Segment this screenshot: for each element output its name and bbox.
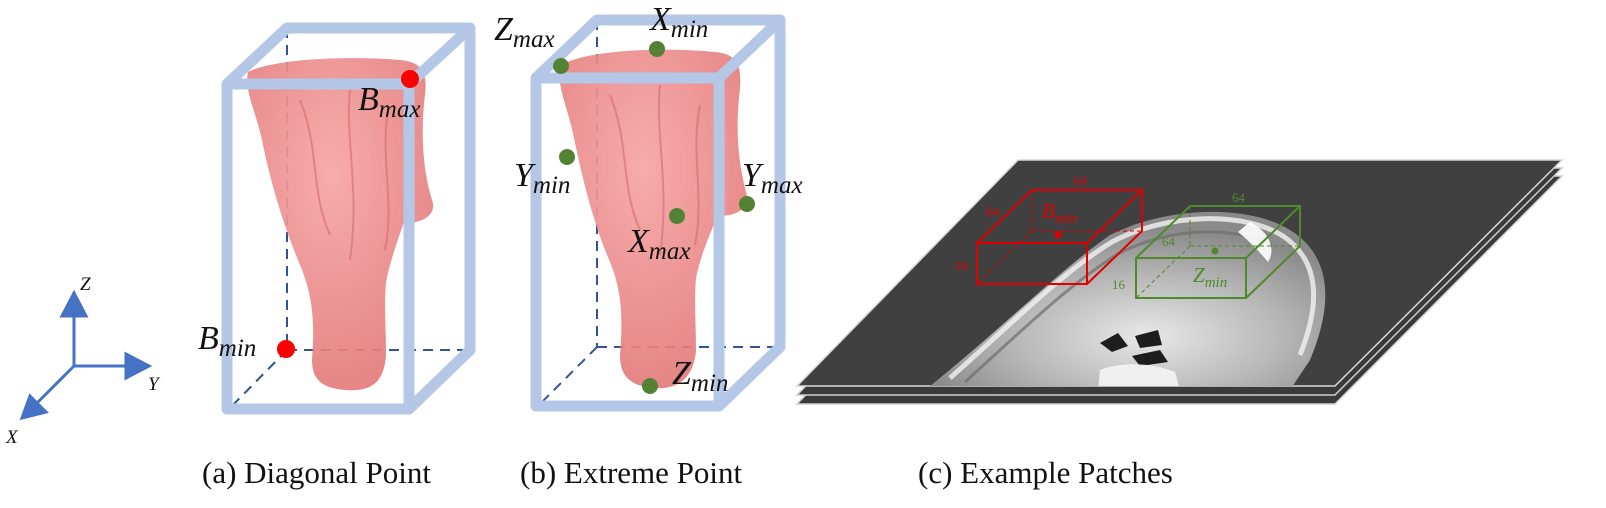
z-min-label: Zmin — [672, 355, 728, 397]
green-patch-height: 16 — [1112, 277, 1126, 292]
green-patch — [1135, 205, 1301, 299]
panel-c-caption: (c) Example Patches — [918, 455, 1173, 490]
green-patch-width: 64 — [1232, 190, 1246, 205]
ct-anatomy — [930, 211, 1326, 386]
y-min-label: Ymin — [514, 157, 570, 199]
red-patch-center — [1054, 231, 1062, 239]
red-patch — [976, 189, 1143, 285]
red-patch-label: Bmin — [1042, 199, 1077, 227]
y-max-label: Ymax — [742, 157, 803, 199]
z-max-label: Zmax — [494, 11, 555, 53]
z-axis-label: Z — [80, 274, 91, 295]
y-axis-arrowhead — [124, 351, 153, 381]
x-min-label: Xmin — [648, 1, 708, 43]
red-patch-depth: 64 — [986, 204, 1000, 219]
green-patch-center — [1211, 247, 1219, 255]
panel-a: Bmax Bmin (a) Diagonal Point — [198, 22, 476, 490]
panel-b-bounding-box — [530, 14, 786, 412]
x-axis-label: X — [5, 427, 19, 448]
panel-c: 64 64 16 Bmin 64 64 16 Zmin (c) Example … — [795, 159, 1564, 490]
z-axis-arrowhead — [59, 289, 89, 318]
x-max-point — [669, 208, 685, 224]
b-max-point — [401, 70, 419, 88]
z-max-point — [553, 58, 569, 74]
organ-mesh-a — [247, 58, 434, 391]
organ-mesh-b — [559, 49, 748, 389]
coordinate-axes — [19, 289, 153, 421]
y-min-point — [559, 149, 575, 165]
red-patch-width: 64 — [1074, 173, 1088, 188]
b-max-label: Bmax — [358, 81, 420, 123]
panel-a-caption: (a) Diagonal Point — [202, 455, 431, 490]
y-axis-label: Y — [148, 374, 161, 395]
b-min-point — [277, 340, 295, 358]
red-patch-height: 16 — [955, 258, 969, 273]
b-min-label: Bmin — [198, 320, 256, 362]
panel-b: Xmin Zmax Ymin Ymax Xmax Zmin (b) Extrem… — [494, 1, 803, 490]
z-min-point — [642, 378, 658, 394]
panel-b-caption: (b) Extreme Point — [520, 455, 743, 490]
x-max-label: Xmax — [626, 223, 690, 265]
x-min-point — [649, 41, 665, 57]
x-axis-arrowhead — [19, 393, 49, 421]
y-max-point — [739, 196, 755, 212]
x-axis-line — [36, 364, 76, 404]
green-patch-depth: 64 — [1162, 234, 1176, 249]
panel-a-bounding-box — [221, 22, 476, 415]
green-patch-label: Zmin — [1193, 263, 1227, 291]
